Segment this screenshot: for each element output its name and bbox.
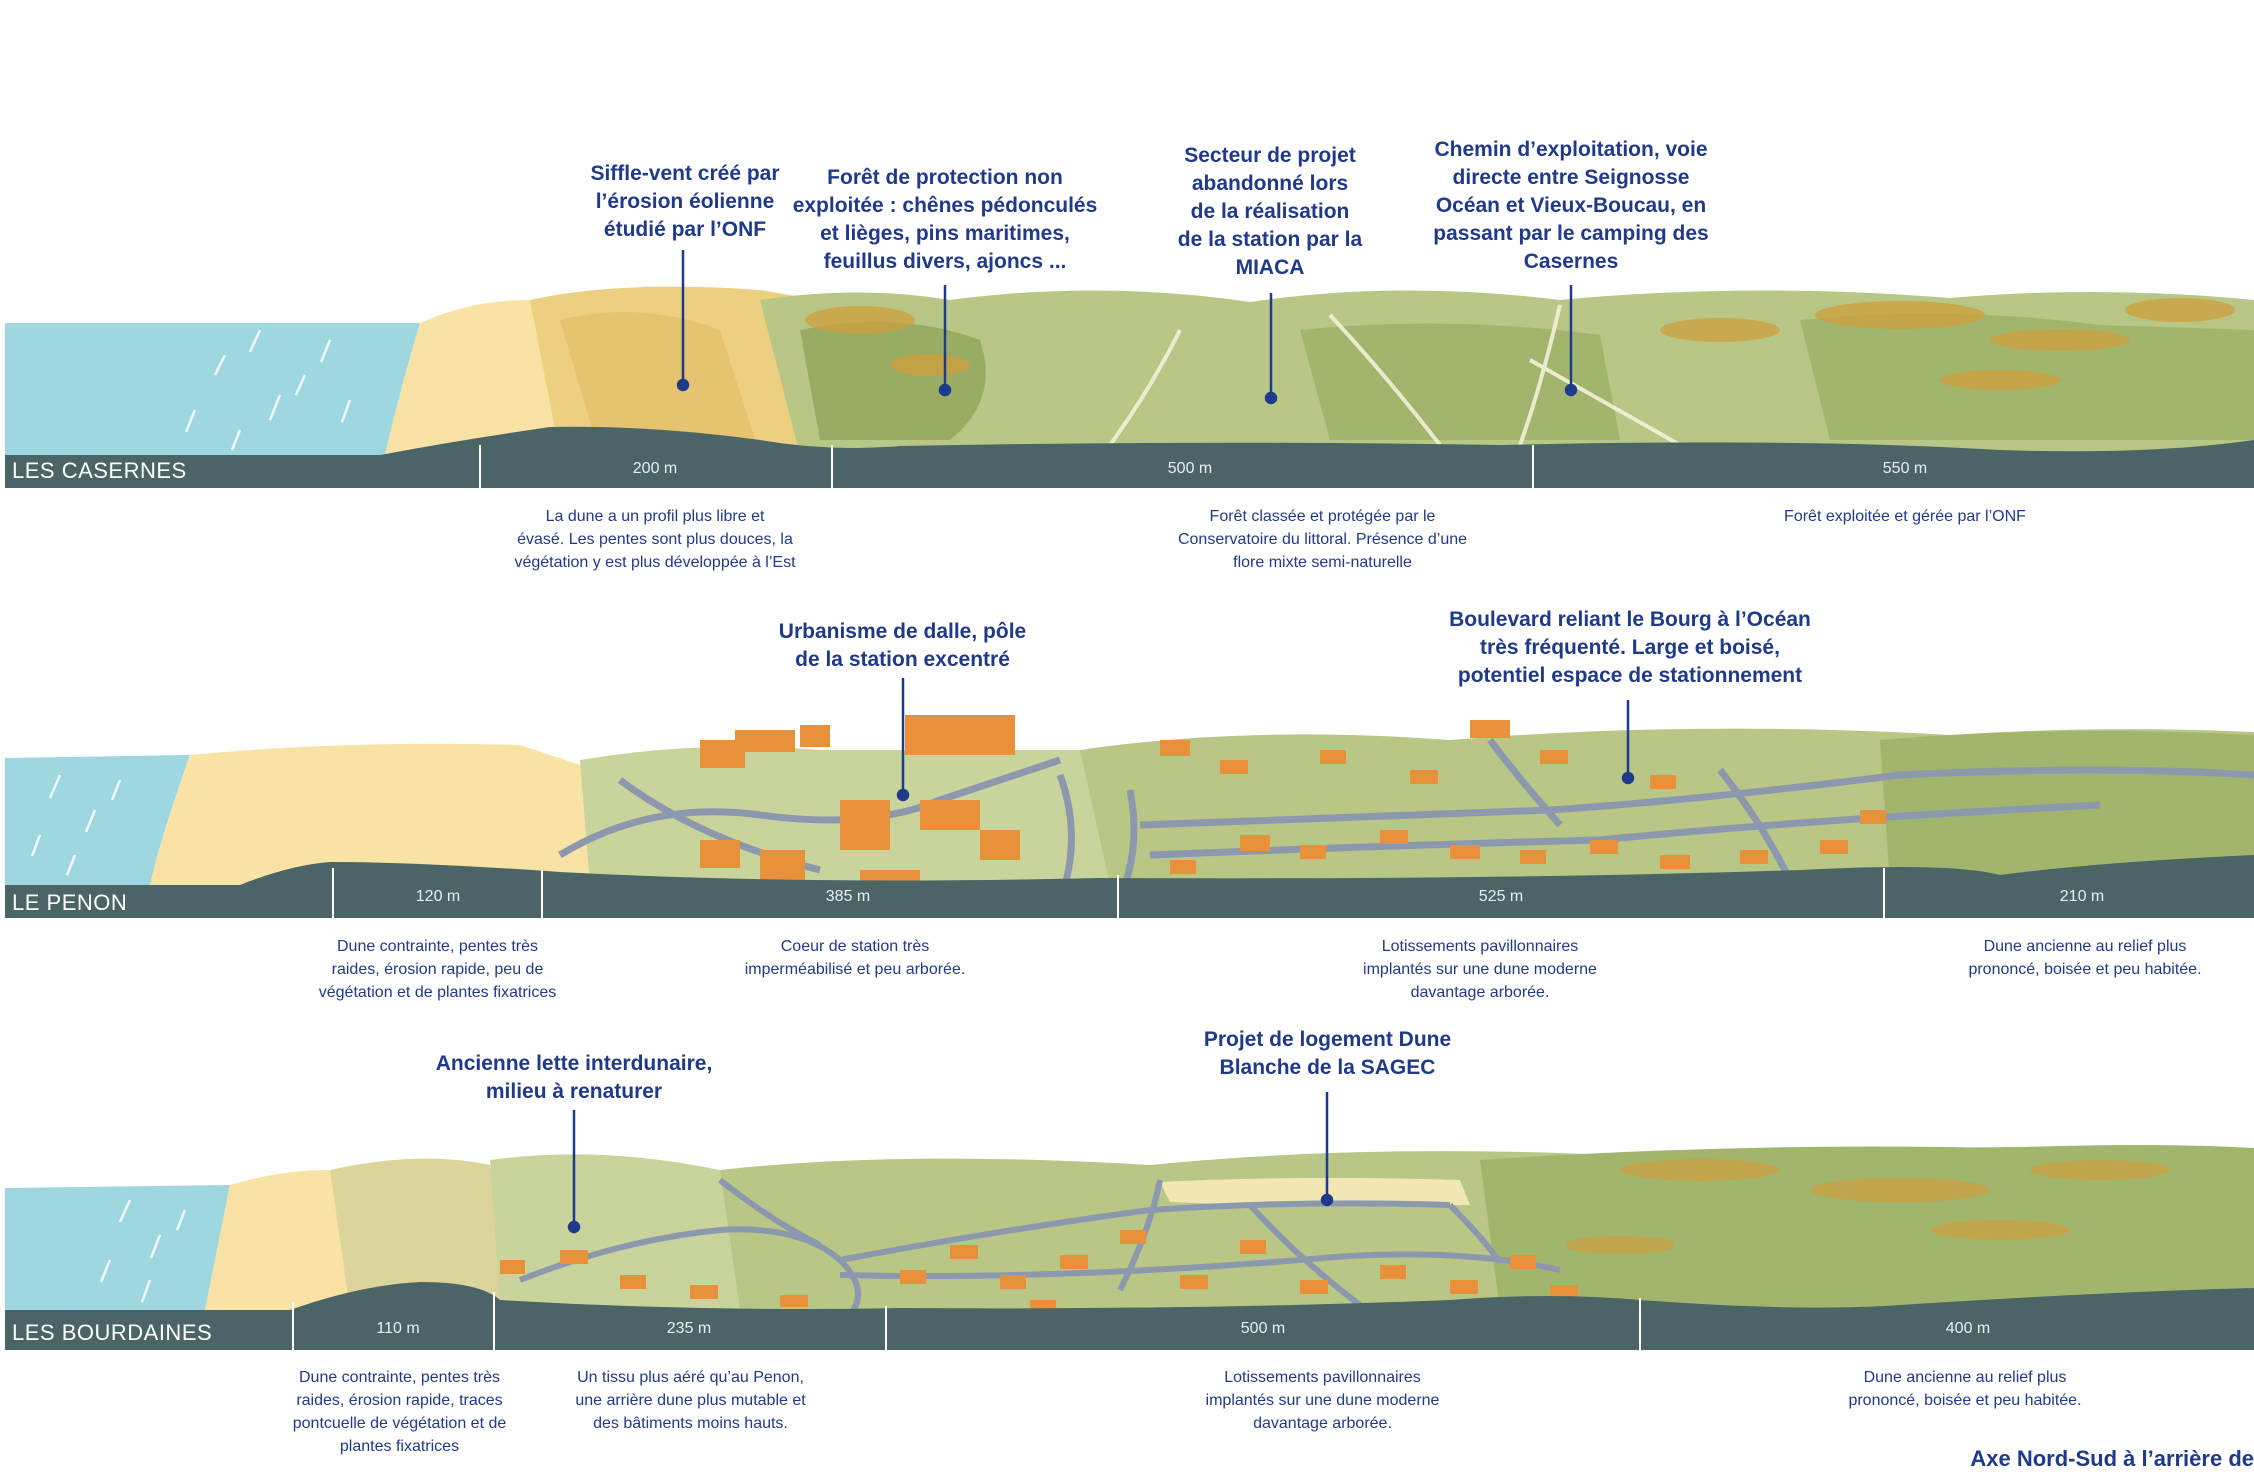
buildings (700, 715, 1886, 885)
interdune (490, 1154, 760, 1310)
segment-dividers (479, 445, 1534, 488)
footer-note: Axe Nord-Sud à l’arrière de (1970, 1446, 2254, 1471)
forest-trails (1108, 304, 1681, 447)
buildings (500, 1230, 1578, 1312)
gorse-patches (805, 298, 2235, 390)
ground-profile (5, 855, 2254, 918)
leader-lines (676, 250, 1578, 405)
segment-label: 120 m (415, 888, 461, 905)
beach (150, 743, 600, 885)
segment-description: La dune a un profil plus libre et évasé.… (514, 508, 796, 571)
segment-label: 235 m (666, 1320, 712, 1337)
landscape-penon (5, 678, 2254, 918)
segment-description: Coeur de station très imperméabilisé et … (744, 938, 966, 978)
segment-description: Dune ancienne au relief plus prononcé, b… (1848, 1369, 2082, 1409)
segment-label: 385 m (825, 888, 871, 905)
site-label: LES CASERNES (12, 458, 187, 483)
beach (205, 1170, 360, 1310)
segment-dividers (332, 868, 1885, 918)
landscape-bourdaines (5, 1092, 2254, 1350)
annotation-secteur-projet: Secteur de projet abandonné lors de la r… (1177, 144, 1363, 279)
leader-lines (567, 1092, 1334, 1234)
forest-dark-2 (1300, 323, 1620, 440)
annotation-foret-protection: Forêt de protection non exploitée : chên… (792, 166, 1098, 273)
annotation-dune-blanche: Projet de logement Dune Blanche de la SA… (1203, 1028, 1452, 1079)
segment-dividers (292, 1292, 1641, 1350)
segment-description: Forêt classée et protégée par le Conserv… (1177, 508, 1468, 571)
segment-description: Un tissu plus aéré qu’au Penon, une arri… (575, 1369, 806, 1432)
segment-description: Dune ancienne au relief plus prononcé, b… (1968, 938, 2202, 978)
gorse-patches (1565, 1159, 2170, 1254)
segment-label: 500 m (1167, 460, 1213, 477)
forest-dark-1 (800, 322, 986, 440)
white-dune-project (1160, 1177, 1470, 1206)
sea-area (5, 755, 190, 885)
segment-label: 110 m (376, 1320, 420, 1337)
wave-marks (30, 774, 122, 876)
section-le-penon: Urbanisme de dalle, pôle de la station e… (0, 600, 2254, 1032)
segment-label: 210 m (2059, 888, 2105, 905)
site-label: LES BOURDAINES (12, 1320, 213, 1345)
segment-label: 400 m (1945, 1320, 1991, 1337)
section-les-bourdaines: Ancienne lette interdunaire, milieu à re… (0, 1028, 2254, 1471)
segment-description: Forêt exploitée et gérée par l’ONF (1784, 508, 2026, 525)
annotation-siffle-vent: Siffle-vent créé par l’érosion éolienne … (590, 162, 780, 241)
sea-area (5, 1185, 230, 1310)
segment-label: 500 m (1240, 1320, 1286, 1337)
ground-profile (5, 1282, 2254, 1350)
segment-label: 525 m (1478, 888, 1524, 905)
annotation-urbanisme-dalle: Urbanisme de dalle, pôle de la station e… (778, 620, 1027, 671)
forest-dark (1480, 1145, 2254, 1310)
wave-marks (99, 1199, 187, 1303)
segment-description: Dune contrainte, pentes très raides, éro… (318, 938, 557, 1001)
annotation-chemin-exploitation: Chemin d’exploitation, voie directe entr… (1433, 138, 1709, 273)
segment-description: Lotissements pavillonnaires implantés su… (1363, 938, 1597, 1001)
leader-lines (896, 678, 1635, 802)
ground-profile (5, 426, 2254, 488)
segment-label: 200 m (632, 460, 678, 477)
site-label: LE PENON (12, 890, 128, 915)
landscape-casernes (5, 250, 2254, 488)
wave-marks (184, 329, 352, 451)
annotation-ancienne-lette: Ancienne lette interdunaire, milieu à re… (435, 1052, 713, 1103)
dune-shade (560, 312, 760, 455)
segment-description: Lotissements pavillonnaires implantés su… (1205, 1369, 1440, 1432)
fixed-dune (330, 1158, 510, 1310)
segment-label: 550 m (1882, 460, 1928, 477)
section-les-casernes: Siffle-vent créé par l’érosion éolienne … (0, 0, 2254, 600)
segment-description: Dune contrainte, pentes très raides, éro… (292, 1369, 507, 1455)
annotation-boulevard: Boulevard reliant le Bourg à l’Océan trè… (1449, 608, 1811, 687)
sea-area (5, 323, 420, 455)
